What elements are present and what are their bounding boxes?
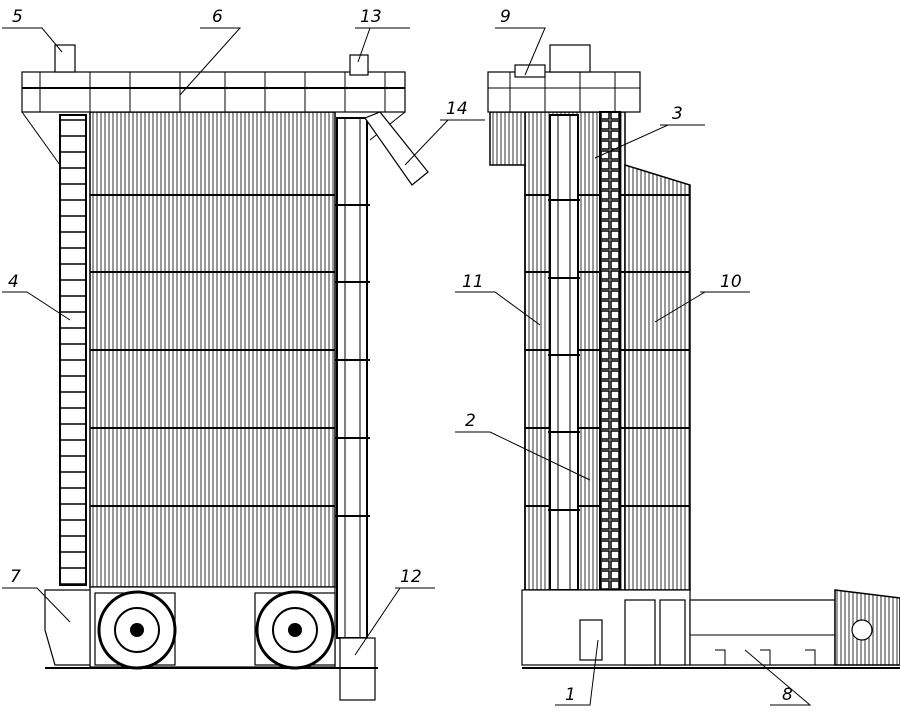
top-platform [21, 71, 406, 113]
side-ladder-lattice [599, 111, 621, 591]
side-right-section [624, 163, 691, 591]
callout-10: 10 [720, 272, 742, 292]
callout-3: 3 [672, 104, 683, 124]
callout-9: 9 [500, 7, 511, 27]
conveyor [689, 589, 900, 666]
callout-13: 13 [360, 7, 382, 27]
callout-11: 11 [462, 272, 484, 292]
unit-5-box [54, 44, 76, 73]
callout-7: 7 [10, 567, 21, 587]
side-elevator [548, 114, 580, 591]
elevator-column [335, 117, 376, 701]
side-view [487, 44, 900, 669]
unit-13-box [349, 54, 369, 76]
side-top-platform [487, 44, 641, 113]
callout-1: 1 [565, 685, 576, 705]
side-base [521, 589, 900, 669]
section-dividers [90, 194, 335, 507]
discharge-chute [364, 111, 429, 186]
callout-2: 2 [465, 411, 476, 431]
callout-5: 5 [12, 7, 23, 27]
front-view [21, 44, 429, 701]
callout-12: 12 [400, 567, 422, 587]
base-frame [44, 586, 378, 670]
side-left-hopper [489, 111, 526, 590]
callouts: 5 6 13 14 4 7 12 9 3 11 10 2 1 8 [2, 7, 812, 706]
callout-4: 4 [8, 272, 19, 292]
callout-6: 6 [212, 7, 223, 27]
callout-8: 8 [782, 685, 793, 705]
ladder [21, 111, 406, 586]
callout-14: 14 [446, 99, 468, 119]
